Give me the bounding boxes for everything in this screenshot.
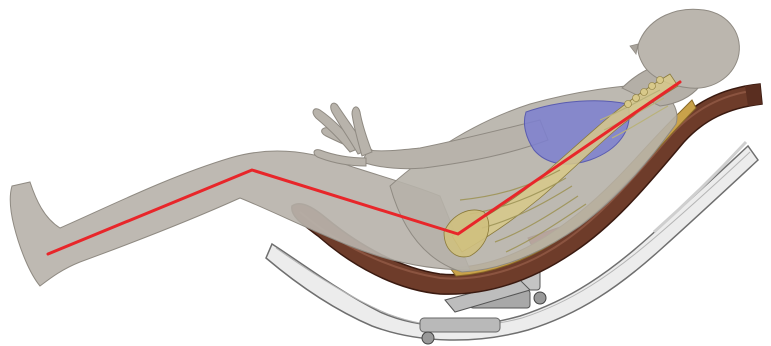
reclined-human-figure — [10, 9, 739, 286]
hand — [313, 103, 372, 166]
